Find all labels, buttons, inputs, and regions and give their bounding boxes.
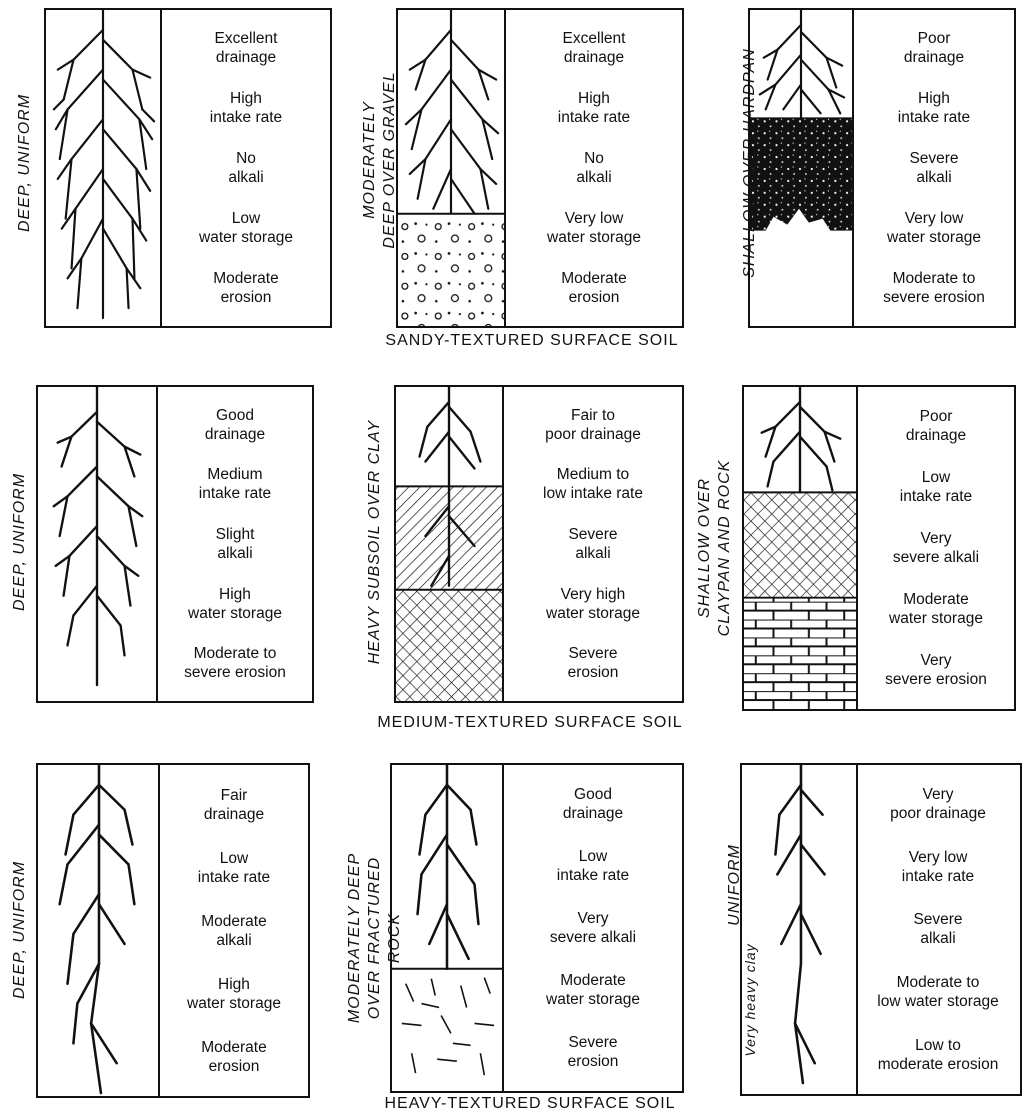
water-storage: Moderate water storage (889, 590, 983, 628)
properties: Good drainage Medium intake rate Slight … (158, 387, 312, 701)
alkali: Moderate alkali (201, 912, 266, 950)
drainage: Good drainage (563, 785, 623, 823)
caption-sandy: SANDY-TEXTURED SURFACE SOIL (332, 332, 732, 350)
drainage: Very poor drainage (890, 785, 986, 823)
alkali: Slight alkali (216, 525, 255, 563)
dense-root-illustration (46, 10, 160, 326)
root-profile (392, 765, 504, 1091)
drainage: Fair to poor drainage (545, 406, 641, 444)
panel-deep-uniform-medium: Good drainage Medium intake rate Slight … (36, 385, 314, 703)
root-profile (750, 10, 854, 326)
intake-rate: Low intake rate (900, 468, 972, 506)
water-storage: Low water storage (199, 209, 293, 247)
intake-rate: Low intake rate (557, 847, 629, 885)
panel-shallow-over-claypan-rock: Poor drainage Low intake rate Very sever… (742, 385, 1016, 711)
erosion: Low to moderate erosion (878, 1036, 999, 1074)
side-label: MODERATELY DEEP OVER FRACTURED ROCK (345, 838, 405, 1038)
erosion: Moderate erosion (213, 269, 278, 307)
water-storage: High water storage (187, 975, 281, 1013)
drainage: Poor drainage (904, 29, 964, 67)
panel-deep-over-gravel: Excellent drainage High intake rate No a… (396, 8, 684, 328)
side-sublabel: Very heavy clay (740, 940, 760, 1060)
properties: Very poor drainage Very low intake rate … (856, 765, 1020, 1094)
alkali: No alkali (576, 149, 611, 187)
erosion: Moderate to severe erosion (184, 644, 286, 682)
root-profile (744, 387, 858, 709)
root-profile (38, 387, 158, 701)
properties: Poor drainage High intake rate Severe al… (854, 10, 1014, 326)
caption-heavy: HEAVY-TEXTURED SURFACE SOIL (330, 1095, 730, 1113)
erosion: Severe erosion (568, 644, 619, 682)
properties: Excellent drainage High intake rate No a… (506, 10, 682, 326)
drainage: Good drainage (205, 406, 265, 444)
erosion: Severe erosion (568, 1033, 619, 1071)
properties: Poor drainage Low intake rate Very sever… (858, 387, 1014, 709)
panel-deep-over-fractured-rock: Good drainage Low intake rate Very sever… (390, 763, 684, 1093)
panel-shallow-over-hardpan: Poor drainage High intake rate Severe al… (748, 8, 1016, 328)
side-label: MODERATELY DEEP OVER GRAVEL (360, 70, 400, 250)
water-storage: High water storage (188, 585, 282, 623)
root-profile (46, 10, 162, 326)
root-illustration (38, 765, 158, 1096)
alkali: No alkali (228, 149, 263, 187)
intake-rate: Low intake rate (198, 849, 270, 887)
caption-medium: MEDIUM-TEXTURED SURFACE SOIL (330, 714, 730, 732)
panel-uniform-heavy-clay: Very poor drainage Very low intake rate … (740, 763, 1022, 1096)
root-over-hardpan-illustration (750, 10, 852, 326)
side-label: HEAVY SUBSOIL OVER CLAY (365, 397, 385, 687)
root-over-claypan-rock-illustration (744, 387, 856, 709)
side-label: SHALLOW OVER HARDPAN (740, 13, 760, 313)
root-over-fractured-rock-illustration (392, 765, 502, 1091)
water-storage: Moderate to low water storage (877, 973, 998, 1011)
root-illustration (38, 387, 156, 701)
alkali: Severe alkali (909, 149, 958, 187)
water-storage: Moderate water storage (546, 971, 640, 1009)
root-profile (398, 10, 506, 326)
water-storage: Very high water storage (546, 585, 640, 623)
root-profile (38, 765, 160, 1096)
intake-rate: High intake rate (898, 89, 970, 127)
properties: Good drainage Low intake rate Very sever… (504, 765, 682, 1091)
intake-rate: Medium intake rate (199, 465, 271, 503)
root-over-gravel-illustration (398, 10, 504, 326)
alkali: Severe alkali (568, 525, 617, 563)
intake-rate: High intake rate (558, 89, 630, 127)
root-over-clay-illustration (396, 387, 502, 701)
alkali: Very severe alkali (893, 529, 979, 567)
water-storage: Very low water storage (547, 209, 641, 247)
panel-heavy-subsoil-over-clay: Fair to poor drainage Medium to low inta… (394, 385, 684, 703)
properties: Fair drainage Low intake rate Moderate a… (160, 765, 308, 1096)
side-label: DEEP, UNIFORM (10, 472, 30, 612)
water-storage: Very low water storage (887, 209, 981, 247)
erosion: Very severe erosion (885, 651, 987, 689)
intake-rate: Medium to low intake rate (543, 465, 643, 503)
intake-rate: Very low intake rate (902, 848, 974, 886)
drainage: Excellent drainage (215, 29, 278, 67)
side-label: DEEP, UNIFORM (15, 93, 35, 233)
properties: Excellent drainage High intake rate No a… (162, 10, 330, 326)
drainage: Fair drainage (204, 786, 264, 824)
root-profile (396, 387, 504, 701)
side-label: DEEP, UNIFORM (10, 860, 30, 1000)
side-label: SHALLOW OVER CLAYPAN AND ROCK (695, 448, 735, 648)
intake-rate: High intake rate (210, 89, 282, 127)
erosion: Moderate erosion (561, 269, 626, 307)
properties: Fair to poor drainage Medium to low inta… (504, 387, 682, 701)
panel-deep-uniform-heavy: Fair drainage Low intake rate Moderate a… (36, 763, 310, 1098)
alkali: Very severe alkali (550, 909, 636, 947)
alkali: Severe alkali (913, 910, 962, 948)
side-label: UNIFORM (725, 840, 745, 930)
erosion: Moderate erosion (201, 1038, 266, 1076)
drainage: Poor drainage (906, 407, 966, 445)
drainage: Excellent drainage (563, 29, 626, 67)
erosion: Moderate to severe erosion (883, 269, 985, 307)
panel-deep-uniform-sandy: Excellent drainage High intake rate No a… (44, 8, 332, 328)
